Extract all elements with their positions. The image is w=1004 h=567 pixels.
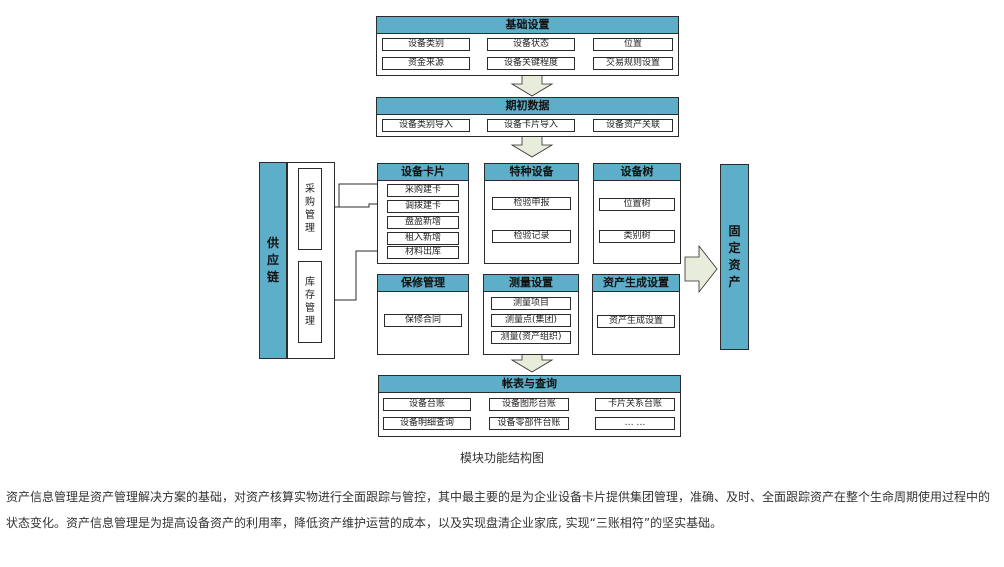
reports-panel: 帐表与查询 设备台账 设备图形台账 卡片关系台账 设备明细查询 设备零部件台账 … [378, 375, 681, 437]
initial-item: 设备资产关联 [593, 119, 673, 132]
special-item: 检验申报 [492, 197, 571, 210]
report-item: 设备明细查询 [383, 417, 471, 430]
warranty-title: 保修管理 [378, 275, 468, 292]
basic-item: 资金来源 [382, 57, 470, 70]
report-item: 设备图形台账 [489, 398, 569, 411]
inventory-label: 库存管理 [305, 277, 315, 327]
card-item: 盘盈新增 [387, 216, 459, 229]
procurement-box: 采购管理 [298, 168, 322, 250]
warranty-panel: 保修管理 保修合同 [377, 274, 469, 355]
special-equipment-title: 特种设备 [485, 164, 578, 181]
measurement-item: 测量项目 [491, 297, 571, 310]
initial-item: 设备类别导入 [382, 119, 470, 132]
warranty-item: 保修合同 [384, 314, 462, 327]
special-equipment-panel: 特种设备 检验申报 检验记录 [484, 163, 579, 264]
arrow-modules-to-reports [510, 351, 554, 373]
measurement-title: 测量设置 [484, 275, 578, 292]
asset-generation-title: 资产生成设置 [593, 275, 679, 292]
inventory-box: 库存管理 [298, 261, 322, 343]
measurement-panel: 测量设置 测量项目 测量点(集团) 测量(资产组织) [483, 274, 579, 355]
basic-item: 设备状态 [487, 38, 575, 51]
card-item: 租入新增 [387, 232, 459, 245]
initial-item: 设备卡片导入 [487, 119, 575, 132]
report-item: … … [595, 417, 675, 430]
fixed-assets-bar: 固定资产 [720, 164, 749, 350]
basic-item: 设备类别 [382, 38, 470, 51]
equipment-card-panel: 设备卡片 采购建卡 调拨建卡 盘盈新增 租入新增 材料出库 [377, 163, 469, 264]
arrow-modules-to-fixed-assets [684, 244, 718, 294]
reports-title: 帐表与查询 [379, 376, 680, 393]
equipment-card-title: 设备卡片 [378, 164, 468, 181]
supply-chain-title: 供应链 [267, 236, 280, 284]
supply-chain-bar: 供应链 [259, 162, 287, 359]
procurement-label: 采购管理 [305, 184, 315, 234]
measurement-item: 测量(资产组织) [491, 331, 571, 344]
initial-data-panel: 期初数据 设备类别导入 设备卡片导入 设备资产关联 [376, 97, 679, 137]
description-paragraph: 资产信息管理是资产管理解决方案的基础，对资产核算实物进行全面跟踪与管控，其中最主… [6, 490, 991, 530]
report-item: 设备零部件台账 [489, 417, 569, 430]
diagram-caption: 模块功能结构图 [459, 451, 544, 465]
basic-settings-panel: 基础设置 设备类别 设备状态 位置 资金来源 设备关键程度 交易规则设置 [376, 16, 679, 76]
basic-item: 设备关键程度 [487, 57, 575, 70]
card-item: 采购建卡 [387, 184, 459, 197]
asset-generation-panel: 资产生成设置 资产生成设置 [592, 274, 680, 355]
basic-settings-title: 基础设置 [377, 17, 678, 34]
tree-item: 类别树 [599, 230, 675, 243]
measurement-item: 测量点(集团) [491, 314, 571, 327]
equipment-tree-title: 设备树 [594, 164, 680, 181]
arrow-basic-to-initial [510, 74, 554, 97]
report-item: 卡片关系台账 [595, 398, 675, 411]
equipment-tree-panel: 设备树 位置树 类别树 [593, 163, 681, 264]
special-item: 检验记录 [492, 230, 571, 243]
fixed-assets-title: 固定资产 [728, 224, 741, 289]
initial-data-title: 期初数据 [377, 98, 678, 115]
tree-item: 位置树 [599, 198, 675, 211]
line-inventory-material [320, 250, 379, 301]
arrow-initial-to-modules [510, 135, 554, 158]
asset-generation-item: 资产生成设置 [597, 315, 675, 328]
basic-item: 交易规则设置 [593, 57, 673, 70]
card-item: 材料出库 [387, 246, 459, 259]
module-structure-diagram: 基础设置 设备类别 设备状态 位置 资金来源 设备关键程度 交易规则设置 期初数… [259, 12, 761, 441]
report-item: 设备台账 [383, 398, 471, 411]
line-procurement-transfer [320, 203, 382, 208]
card-item: 调拨建卡 [387, 200, 459, 213]
basic-item: 位置 [593, 38, 673, 51]
